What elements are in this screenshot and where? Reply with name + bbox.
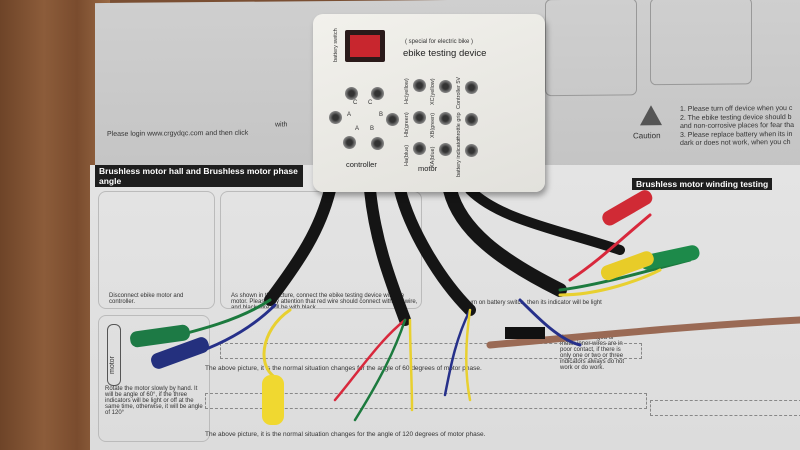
controller-label: controller	[346, 160, 377, 169]
blue-wire	[518, 298, 582, 347]
battery-indicator	[465, 144, 478, 157]
controller-port-c[interactable]	[345, 87, 358, 100]
motor-port-ha[interactable]	[413, 142, 426, 155]
green-wire	[353, 318, 407, 422]
port-label: B	[370, 126, 375, 132]
motor-label: motor	[418, 164, 438, 173]
controller-port-c2[interactable]	[371, 87, 384, 100]
yellow-alligator-clip	[262, 375, 284, 425]
controller-5v-port[interactable]	[465, 81, 478, 94]
indicator-row-right	[650, 400, 800, 416]
step6-text: The above picture, it is the normal situ…	[205, 431, 486, 438]
port-label: A	[355, 126, 360, 132]
port-label: C	[368, 100, 373, 106]
port-label: Hc(yellow)	[404, 78, 410, 104]
red-wire	[568, 213, 652, 282]
yellow-wire	[408, 318, 414, 412]
power-icon	[350, 35, 380, 57]
yellow-alligator-clip	[600, 251, 654, 281]
black-sheath	[364, 184, 411, 326]
port-label: Controller 5V	[456, 76, 462, 109]
device-subtitle: ( special for electric bike )	[405, 39, 474, 45]
green-alligator-clip	[640, 245, 700, 270]
motor-port-xa[interactable]	[439, 143, 452, 156]
black-sheath	[394, 184, 476, 316]
controller-port-b[interactable]	[386, 113, 399, 126]
motor-icon	[107, 324, 121, 386]
device-title: ebike testing device	[403, 48, 487, 59]
yellow-wire	[558, 268, 662, 297]
step1-text: Disconnect ebike motor and controller.	[109, 293, 184, 305]
black-connector	[505, 327, 545, 339]
yellow-wire	[262, 308, 292, 382]
step5-text: The above picture, it is the normal situ…	[205, 365, 482, 372]
black-sheath	[264, 184, 336, 306]
port-label: Hb(green)	[404, 112, 410, 137]
step4-text: Rotate the motor slowly by hand. It will…	[105, 386, 203, 416]
black-sheath	[443, 183, 567, 297]
battery-switch-label: battery switch	[333, 28, 339, 62]
controller-port-a[interactable]	[329, 111, 342, 124]
port-label: XB(green)	[430, 112, 436, 138]
port-label: B	[379, 112, 384, 118]
red-wire	[333, 318, 407, 402]
motor-port-xb[interactable]	[439, 112, 452, 125]
yellow-wire	[465, 308, 472, 402]
blue-alligator-clip	[151, 337, 209, 369]
blue-wire	[443, 308, 472, 397]
motor-port-hc[interactable]	[413, 79, 426, 92]
step1-box: Disconnect ebike motor and controller.	[98, 191, 215, 309]
port-label: A	[347, 112, 352, 118]
battery-switch[interactable]	[345, 30, 385, 62]
black-sheath	[465, 185, 625, 255]
controller-port-b2[interactable]	[371, 137, 384, 150]
ebike-testing-device: battery switch ( special for electric bi…	[313, 14, 545, 192]
section-header-hall: Brushless motor hall and Brushless motor…	[95, 165, 303, 187]
motor-port-xc[interactable]	[439, 80, 452, 93]
indicator-row-120	[205, 393, 647, 409]
indicator-row-60	[220, 343, 642, 359]
green-alligator-clip	[130, 324, 190, 348]
port-label: battery indicator	[456, 137, 462, 177]
port-label: XC(yellow)	[430, 78, 436, 105]
step3-text: Turn on battery switch, then its indicat…	[465, 300, 602, 306]
port-label: Ha(blue)	[404, 144, 410, 166]
step4-box: motor Rotate the motor slowly by hand. I…	[98, 315, 210, 442]
brown-cable	[486, 316, 800, 349]
section-header-winding: Brushless motor winding testing	[632, 178, 773, 190]
port-label: C	[353, 100, 358, 106]
throttle-port[interactable]	[465, 113, 478, 126]
port-label: throttle grip	[456, 112, 462, 140]
controller-port-a2[interactable]	[343, 136, 356, 149]
red-alligator-clip	[602, 190, 653, 226]
motor-port-hb[interactable]	[413, 111, 426, 124]
